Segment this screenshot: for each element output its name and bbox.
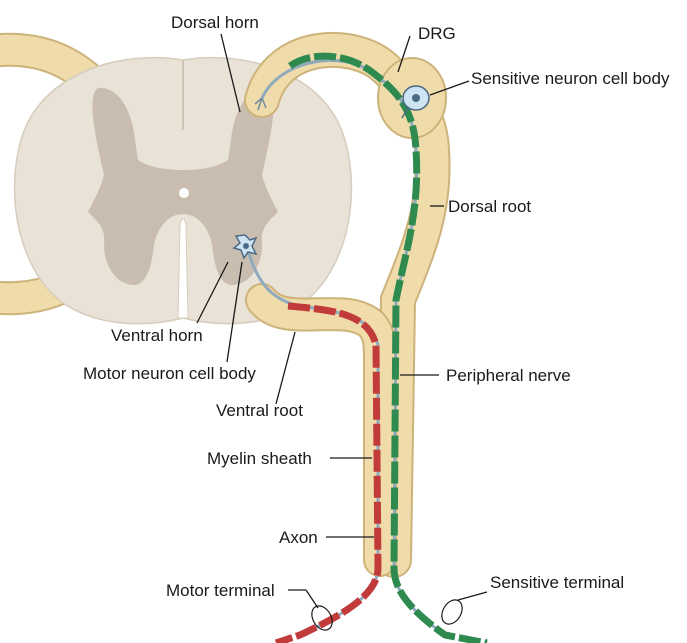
label-dorsal-root: Dorsal root bbox=[448, 197, 531, 216]
label-motor-neuron-cell-body: Motor neuron cell body bbox=[83, 364, 256, 383]
label-axon: Axon bbox=[279, 528, 318, 547]
label-ventral-horn: Ventral horn bbox=[111, 326, 203, 345]
label-myelin-sheath: Myelin sheath bbox=[207, 449, 312, 468]
label-sensitive-terminal: Sensitive terminal bbox=[490, 573, 624, 592]
label-sensitive-neuron-cell-body: Sensitive neuron cell body bbox=[471, 69, 670, 88]
terminal-loops bbox=[308, 596, 467, 634]
label-drg: DRG bbox=[418, 24, 456, 43]
motor-myelin bbox=[276, 306, 378, 643]
label-ventral-root: Ventral root bbox=[216, 401, 303, 420]
label-peripheral-nerve: Peripheral nerve bbox=[446, 366, 571, 385]
label-dorsal-horn: Dorsal horn bbox=[171, 13, 259, 32]
spinal-cord bbox=[15, 58, 352, 324]
label-motor-terminal: Motor terminal bbox=[166, 581, 275, 600]
central-canal bbox=[179, 188, 189, 198]
ventral-root-sheath bbox=[262, 300, 380, 560]
